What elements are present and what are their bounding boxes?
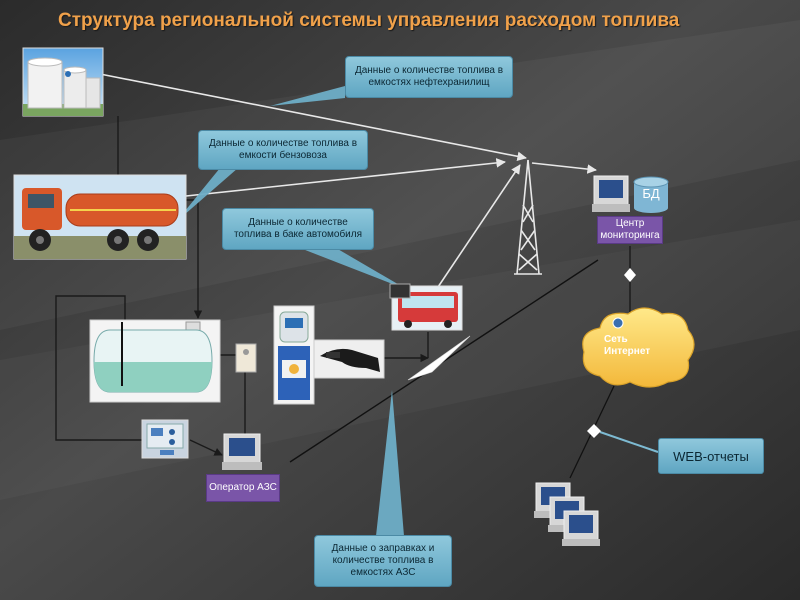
database-label: БД: [642, 186, 660, 201]
computer-icon: [222, 433, 262, 470]
wireless-data-links: [99, 73, 597, 291]
callout-pointers: [176, 86, 408, 536]
callout-station-refuel: Данные о заправках и количестве топлива …: [314, 535, 452, 587]
computer-icon: [562, 510, 600, 546]
vehicle-sensor-icon: [389, 283, 411, 299]
link-junction-icon: [624, 268, 636, 282]
underground-tank-icon: [89, 319, 221, 403]
computer-icon: [592, 175, 630, 212]
web-reports-box: WEB-отчеты: [658, 438, 764, 474]
fuel-dispenser-icon: [273, 305, 315, 405]
monitoring-center-label: Центр мониторинга: [597, 216, 663, 244]
internet-links: [569, 385, 659, 479]
radio-tower-icon: [514, 159, 542, 275]
fuel-truck-icon: [13, 174, 187, 260]
callout-tanker-truck: Данные о количестве топлива в емкости бе…: [198, 130, 368, 170]
remote-computers: [534, 482, 600, 546]
controller-panel-icon: [141, 419, 189, 459]
internet-label: Сеть Интернет: [604, 334, 651, 357]
database-icon: [633, 176, 669, 213]
level-sensor-icon: [235, 343, 257, 373]
storage-tanks-icon: [22, 47, 104, 117]
link-junction-icon: [587, 424, 601, 438]
page-title: Структура региональной системы управлени…: [58, 10, 680, 31]
operator-monitoring-link: [289, 259, 599, 463]
bus-icon: [391, 285, 463, 331]
station-operator-label: Оператор АЗС: [206, 474, 280, 502]
cloud-icon: [582, 307, 695, 388]
fuel-nozzle-icon: [313, 339, 385, 379]
callout-oil-storage: Данные о количестве топлива в емкостях н…: [345, 56, 513, 98]
callout-vehicle-tank: Данные о количестве топлива в баке автом…: [222, 208, 374, 250]
